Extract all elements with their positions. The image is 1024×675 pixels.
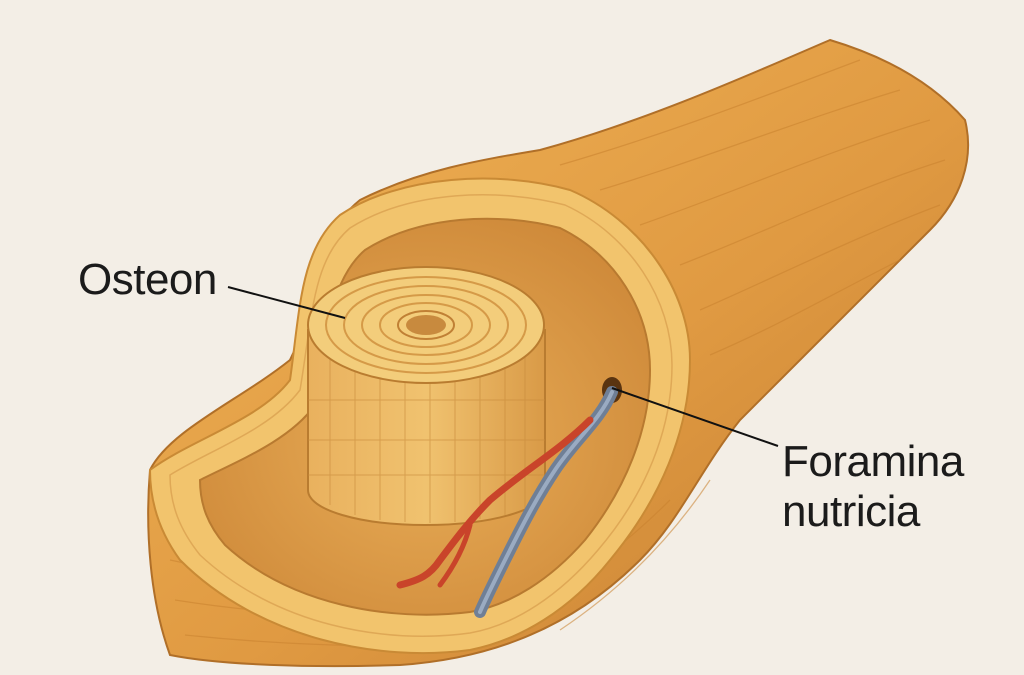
osteon-leader-line <box>227 286 346 319</box>
osteon-label: Osteon <box>78 255 217 304</box>
osteon-top <box>307 266 545 384</box>
foramina-leader-line <box>611 387 779 447</box>
foramina-label-line2: nutricia <box>782 487 920 536</box>
blood-vessels <box>396 386 618 618</box>
foramina-label-line1: Foramina <box>782 437 964 486</box>
haversian-canal <box>406 315 446 335</box>
artery <box>396 416 594 589</box>
